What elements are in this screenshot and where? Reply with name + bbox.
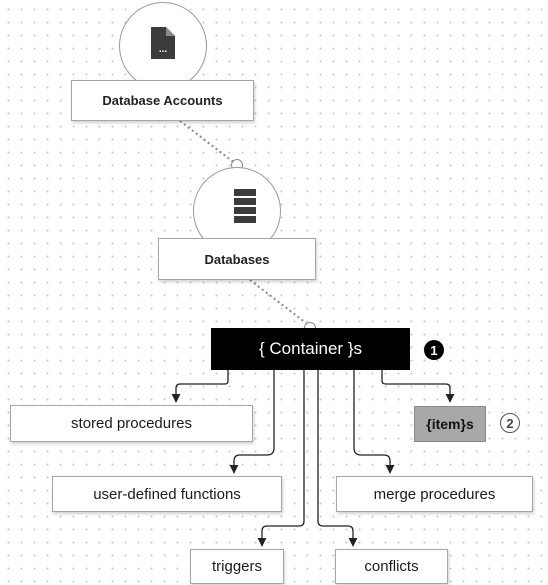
database-accounts-node[interactable]: Database Accounts xyxy=(71,80,254,121)
link-databases-container xyxy=(249,279,307,324)
conflicts-node[interactable]: conflicts xyxy=(335,549,448,584)
callout-2: 2 xyxy=(500,413,520,433)
document-icon-glyph: ... xyxy=(159,44,168,55)
link-accounts-databases xyxy=(179,120,237,165)
connector-user-defined-functions xyxy=(229,370,275,474)
database-icon xyxy=(234,189,256,226)
connector-triggers xyxy=(257,370,305,547)
user-defined-functions-node[interactable]: user-defined functions xyxy=(52,476,282,512)
connector-conflicts xyxy=(317,370,358,547)
items-node[interactable]: {item}s xyxy=(414,406,486,442)
connector-merge-procedures xyxy=(353,370,395,474)
databases-node[interactable]: Databases xyxy=(158,238,316,280)
stored-procedures-node[interactable]: stored procedures xyxy=(10,405,253,442)
connector-stored-procedures xyxy=(171,370,229,403)
callout-1: 1 xyxy=(424,340,444,360)
document-icon: ... xyxy=(151,27,175,59)
connector-items xyxy=(381,370,455,403)
merge-procedures-node[interactable]: merge procedures xyxy=(336,476,533,512)
triggers-node[interactable]: triggers xyxy=(190,549,284,584)
container-node[interactable]: { Container }s xyxy=(211,328,410,370)
